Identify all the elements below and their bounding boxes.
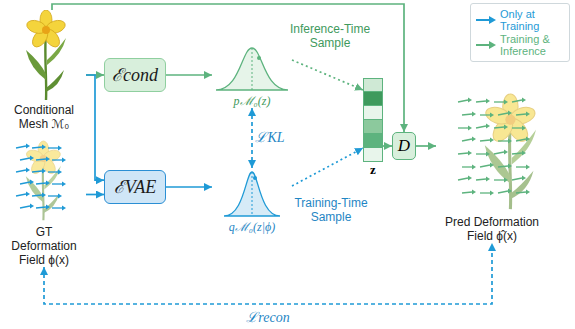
connector [86, 194, 104, 196]
legend-swatch [475, 15, 497, 25]
gaussian-curve [212, 168, 292, 220]
latent-cell [363, 148, 383, 162]
illustration [2, 140, 86, 225]
latent-vector: z [363, 78, 383, 177]
illustration [2, 10, 86, 103]
illustration [436, 92, 548, 215]
node-label: GT Deformation Field ϕ(x) [2, 225, 86, 267]
connector [166, 74, 212, 76]
latent-cell [363, 78, 383, 92]
connector [52, 4, 404, 132]
edge-label: Training-Time Sample [289, 196, 373, 224]
node-label: D [393, 136, 415, 156]
connector [383, 145, 392, 147]
latent-cell [363, 106, 383, 120]
pred-field: Pred Deformation Field ϕ̂(x) [436, 92, 548, 243]
connector [86, 75, 104, 180]
node-label: Conditional Mesh ℳ₀ [2, 103, 86, 131]
gt-deformation-field [2, 140, 86, 222]
legend-swatch [475, 40, 497, 50]
node-label: z [363, 162, 383, 177]
latent-cell [363, 92, 383, 106]
gt-field: GT Deformation Field ϕ(x) [2, 140, 86, 267]
posterior-distribution: qℳ₀(z|ϕ) [212, 168, 292, 234]
edge-label: ℒrecon [244, 311, 291, 325]
latent-cell [363, 120, 383, 134]
decoder-box: D [392, 132, 416, 160]
edge-label: Inference-Time Sample [278, 22, 382, 50]
connector [166, 186, 212, 188]
illustration [212, 168, 292, 220]
legend-label: Training & Inference [500, 33, 565, 57]
node-label: qℳ₀(z|ϕ) [212, 220, 292, 234]
legend-box: Only at TrainingTraining & Inference [470, 3, 570, 62]
connector [44, 243, 492, 304]
vae-encoder: ℰVAE [104, 170, 166, 204]
pred-deformation-field [436, 92, 548, 212]
node-label: Pred Deformation Field ϕ̂(x) [436, 215, 548, 243]
node-label: pℳ₀(z) [212, 94, 292, 108]
edge-label: ℒKL [253, 131, 286, 145]
connector [292, 60, 363, 90]
latent-cell [363, 134, 383, 148]
legend-item: Only at Training [475, 8, 565, 32]
cond-encoder: ℰcond [104, 58, 166, 92]
flower-mesh [2, 10, 86, 100]
conditional-mesh: Conditional Mesh ℳ₀ [2, 10, 86, 131]
illustration [363, 78, 383, 162]
node-label: ℰVAE [107, 177, 163, 197]
prior-distribution: pℳ₀(z) [212, 42, 292, 108]
legend-item: Training & Inference [475, 33, 565, 57]
legend-label: Only at Training [500, 8, 565, 32]
connector [292, 148, 363, 186]
connector [416, 145, 436, 147]
node-label: ℰcond [107, 65, 163, 85]
